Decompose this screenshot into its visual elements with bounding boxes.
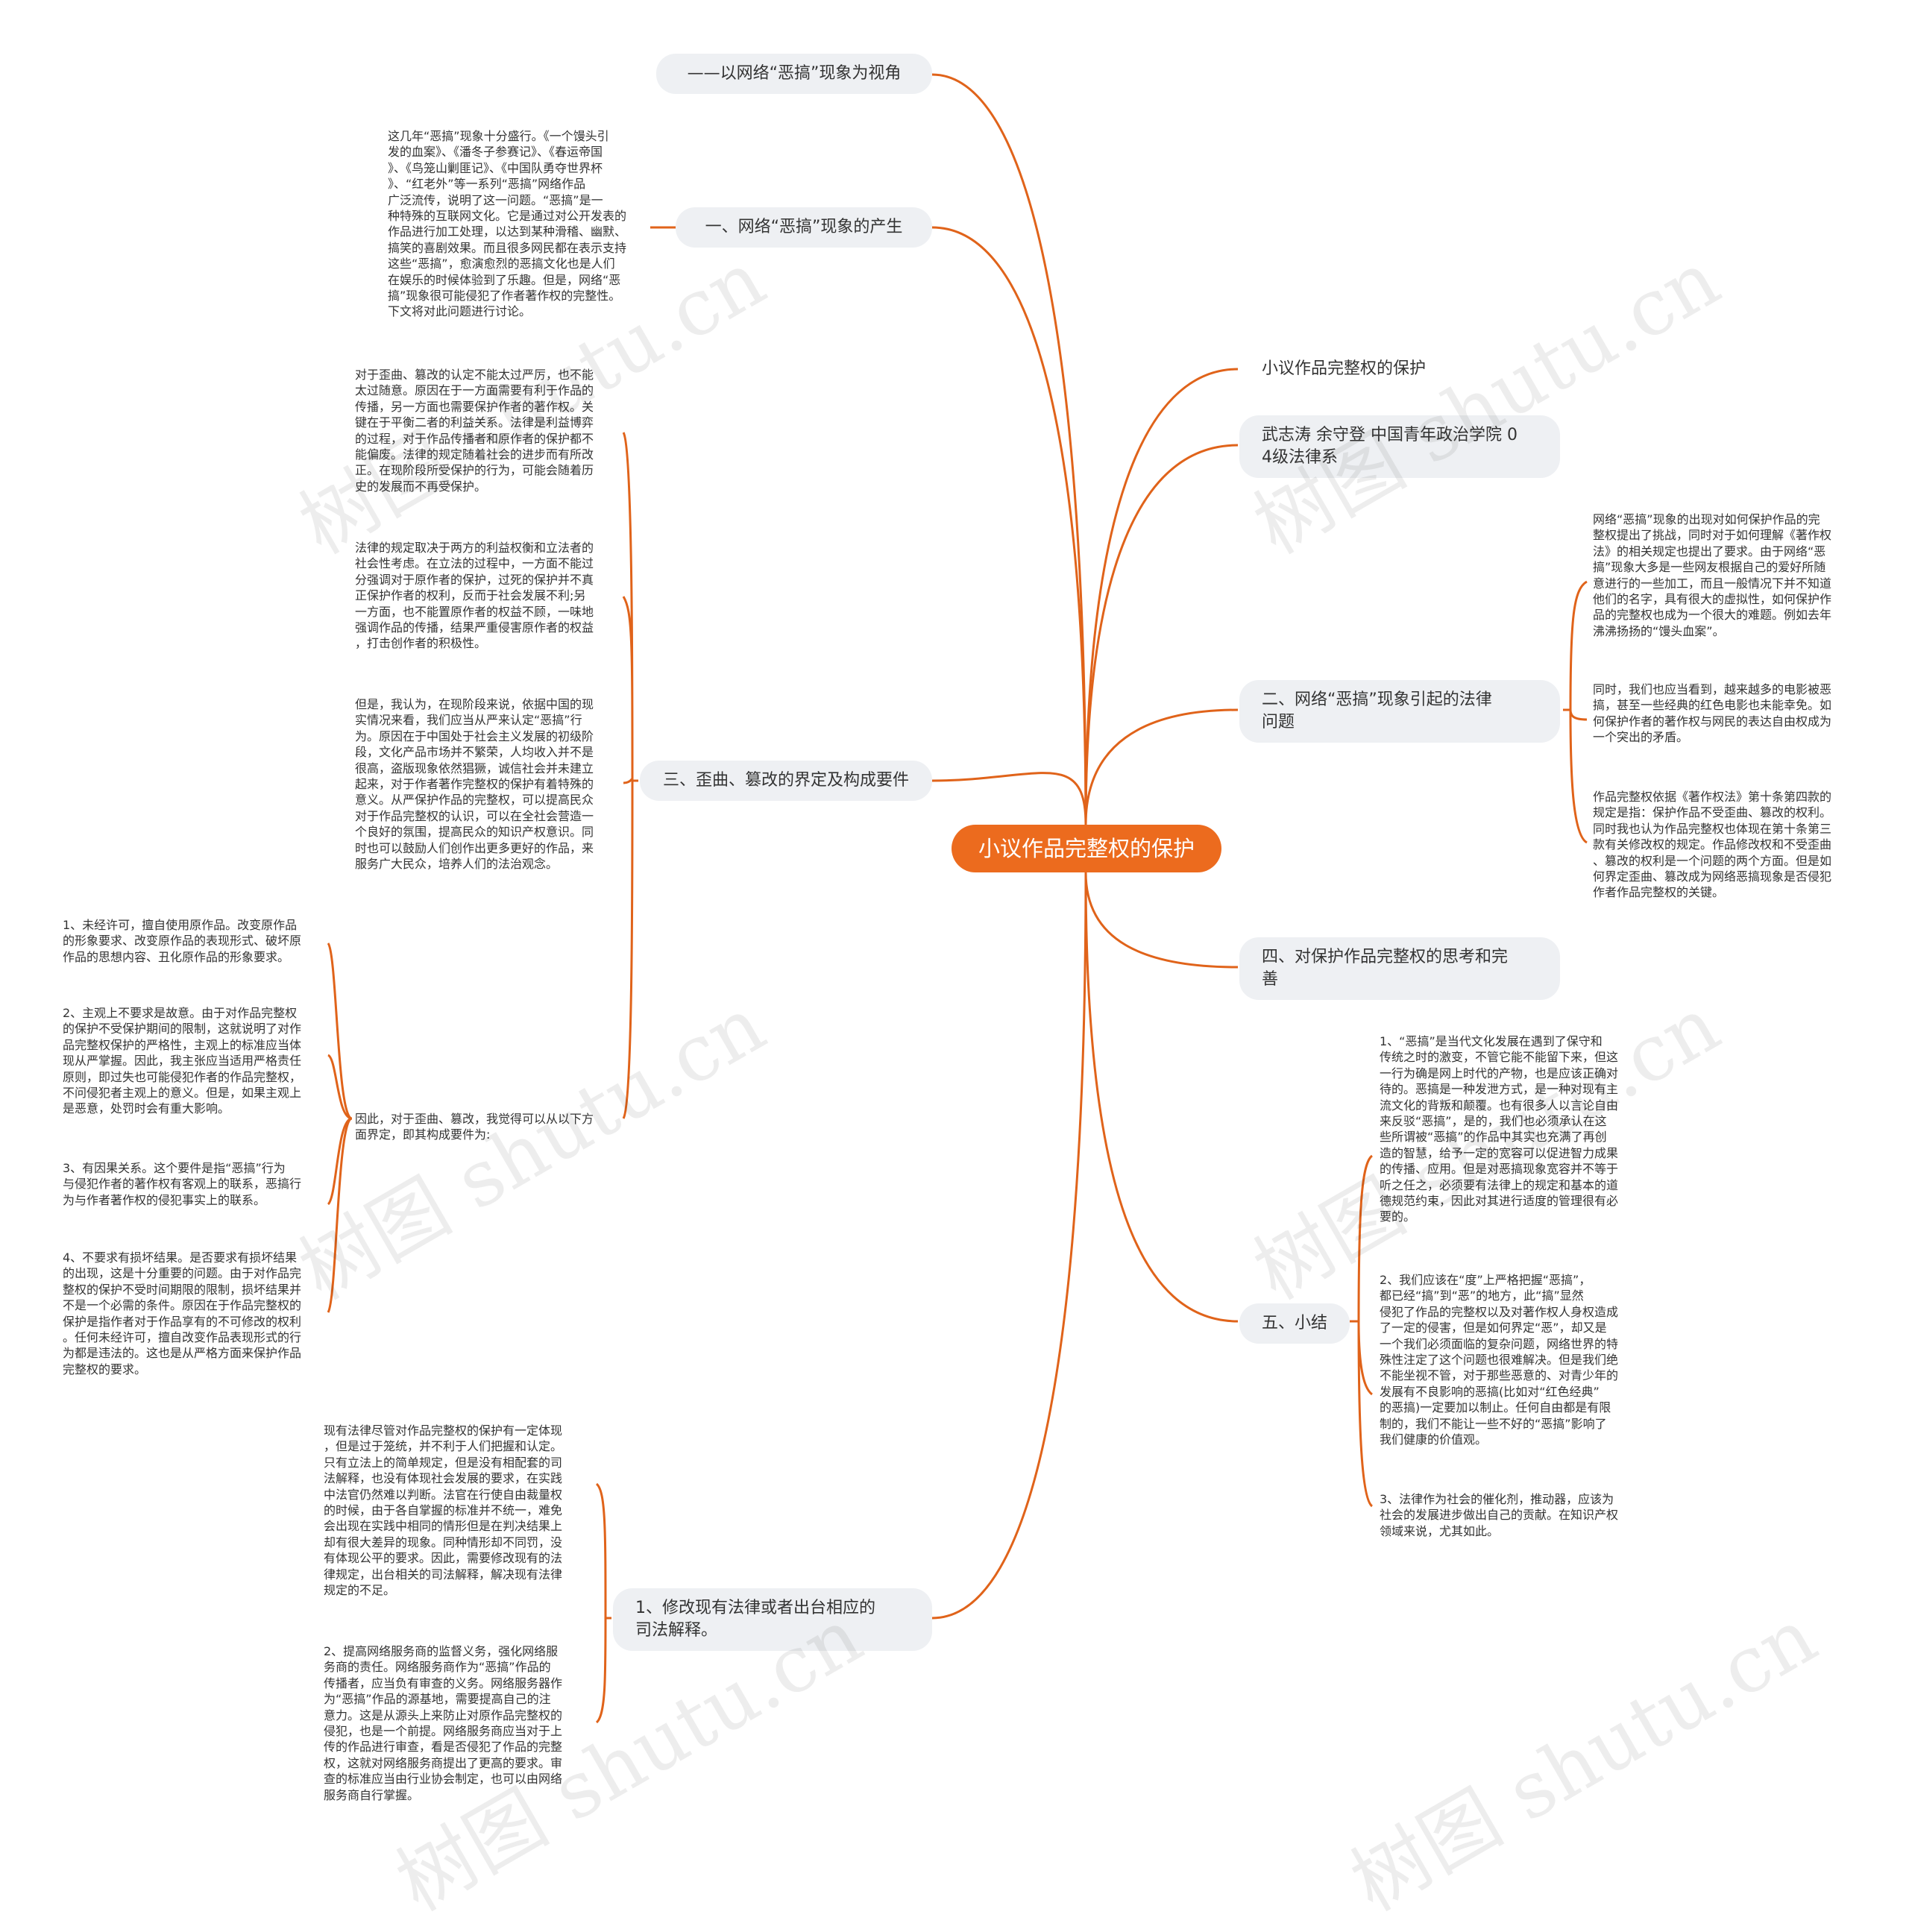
topic-s1-revise-law[interactable]: 1、修改现有法律或者出台相应的 司法解释。: [613, 1588, 932, 1651]
topic-authors[interactable]: 武志涛 余守登 中国青年政治学院 0 4级法律系: [1239, 415, 1560, 478]
link-title: [1084, 368, 1239, 825]
text-s1-p1: 现有法律尽管对作品完整权的保护有一定体现 ，但是过于笼统，并不利于人们把握和认定…: [324, 1423, 563, 1598]
link-t3: [931, 772, 1087, 825]
text-req-1: 1、未经许可，擅自使用原作品。改变原作品 的形象要求、改变原作品的表现形式、破坏…: [63, 918, 302, 964]
bracket-t3: [622, 432, 638, 1119]
topic-subtitle[interactable]: ——以网络“恶搞”现象为视角: [656, 54, 932, 94]
topic-3-definition[interactable]: 三、歪曲、篡改的界定及构成要件: [640, 761, 932, 801]
topic-1-origin[interactable]: 一、网络“恶搞”现象的产生: [676, 207, 932, 248]
central-topic[interactable]: 小议作品完整权的保护: [952, 825, 1221, 872]
text-t2-p3: 作品完整权依据《著作权法》第十条第四款的 规定是指：保护作品不受歪曲、篡改的权利…: [1593, 790, 1832, 900]
text-req-4: 4、不要求有损坏结果。是否要求有损坏结果 的出现，这是十分重要的问题。由于对作品…: [63, 1250, 302, 1376]
text-t3-p3: 但是，我认为，在现阶段来说，依据中国的现 实情况来看，我们应当从严来认定“恶搞”…: [355, 697, 594, 872]
bracket-req: [327, 943, 353, 1313]
topic-2-legal-issues[interactable]: 二、网络“恶搞”现象引起的法律 问题: [1239, 680, 1560, 743]
mindmap-canvas: 小议作品完整权的保护 ——以网络“恶搞”现象为视角 一、网络“恶搞”现象的产生 …: [63, 54, 1832, 1928]
text-t1-desc: 这几年“恶搞”现象十分盛行。《一个馒头引 发的血案》、《潘冬子参赛记》、《春运帝…: [388, 129, 627, 319]
topic-5-summary[interactable]: 五、小结: [1239, 1303, 1350, 1344]
text-t3-p4: 因此，对于歪曲、篡改，我觉得可以从以下方 面界定，即其构成要件为:: [355, 1112, 594, 1142]
text-t2-p2: 同时，我们也应当看到，越来越多的电影被恶 搞，甚至一些经典的红色电影也未能幸免。…: [1593, 682, 1832, 745]
topic-title-right[interactable]: 小议作品完整权的保护: [1262, 359, 1427, 378]
text-req-2: 2、主观上不要求是故意。由于对作品完整权 的保护不受保护期间的限制，这就说明了对…: [63, 1006, 302, 1116]
text-t3-p2: 法律的规定取决于两方的利益权衡和立法者的 社会性考虑。在立法的过程中，一方面不能…: [355, 541, 594, 651]
link-t1: [931, 226, 1087, 825]
text-t5-p1: 1、“恶搞”是当代文化发展在遇到了保守和 传统之时的激变，不管它能不能留下来，但…: [1380, 1034, 1619, 1224]
connector-lines: [327, 73, 1588, 1724]
link-s1: [931, 872, 1087, 1620]
text-t2-p1: 网络“恶搞”现象的出现对如何保护作品的完 整权提出了挑战，同时对于如何理解《著作…: [1593, 512, 1832, 638]
topic-4-thoughts[interactable]: 四、对保护作品完整权的思考和完 善: [1239, 937, 1560, 1000]
link-t5: [1084, 872, 1239, 1323]
text-s1-p2: 2、提高网络服务商的监督义务，强化网络服 务商的责任。网络服务商作为“恶搞”作品…: [324, 1644, 563, 1802]
link-t4: [1084, 872, 1239, 969]
text-t5-p2: 2、我们应该在“度”上严格把握“恶搞”， 都已经“搞”到“恶”的地方，此“搞”显…: [1380, 1273, 1619, 1447]
bracket-t2: [1563, 580, 1588, 844]
bracket-s1: [595, 1482, 611, 1724]
text-t3-p1: 对于歪曲、篡改的认定不能太过严厉，也不能 太过随意。原因在于一方面需要有利于作品…: [355, 368, 594, 494]
link-authors: [1084, 444, 1239, 825]
text-t5-p3: 3、法律作为社会的催化剂，推动器，应该为 社会的发展进步做出自己的贡献。在知识产…: [1380, 1492, 1619, 1538]
link-subtitle: [931, 73, 1087, 825]
text-req-3: 3、有因果关系。这个要件是指“恶搞”行为 与侵犯作者的著作权有客观上的联系，恶搞…: [63, 1161, 302, 1207]
link-t2: [1084, 708, 1239, 825]
bracket-t5: [1350, 1154, 1374, 1508]
